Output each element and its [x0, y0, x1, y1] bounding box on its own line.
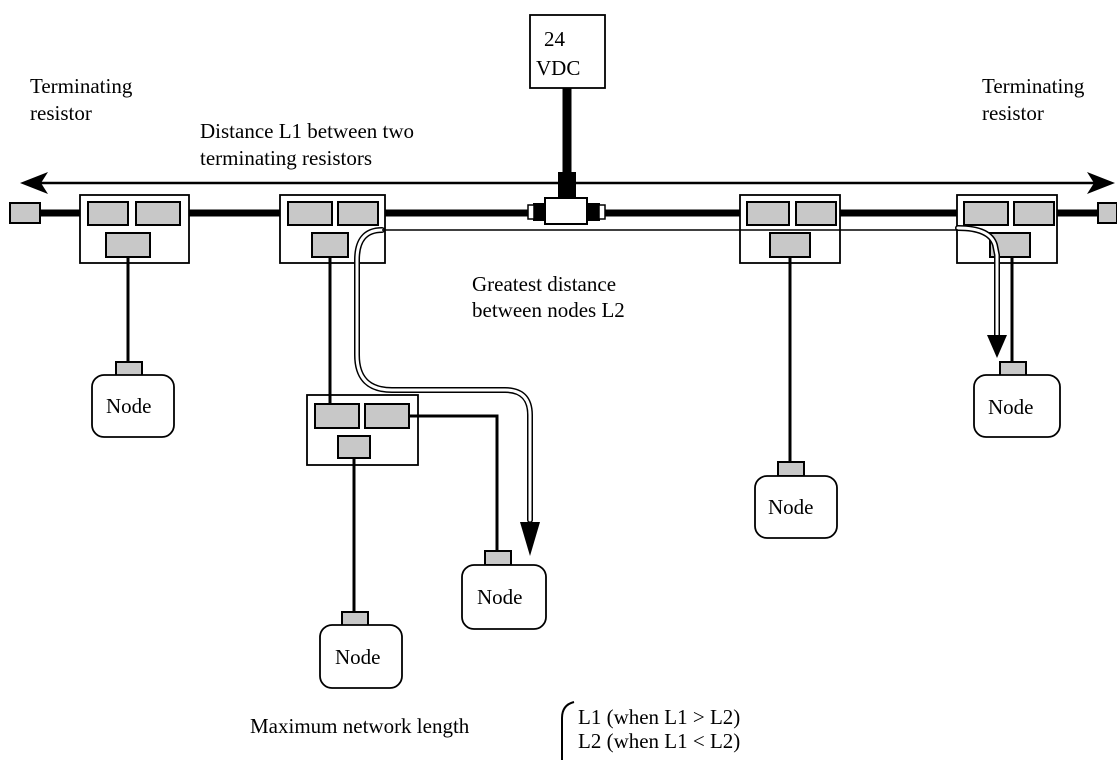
- terminator-right: [1097, 202, 1117, 224]
- node-5-label: Node: [988, 395, 1034, 419]
- node-5: Node: [973, 361, 1061, 438]
- l1-arrowhead-right: [1087, 172, 1115, 194]
- terminator-right-label-2: resistor: [982, 101, 1044, 125]
- l1-label-2: terminating resistors: [200, 146, 372, 170]
- node-3: Node: [461, 550, 547, 630]
- power-supply-unit: VDC: [536, 56, 580, 80]
- tap-box-1: [79, 194, 190, 264]
- power-supply: 24 VDC: [529, 14, 606, 180]
- power-tap-plug: [558, 172, 576, 200]
- node-1: Node: [91, 361, 175, 438]
- max-length-brace: [561, 701, 575, 760]
- power-supply-box: [529, 14, 606, 89]
- l2-label-1: Greatest distance: [472, 272, 616, 296]
- power-tap-connector-right: [587, 203, 600, 221]
- power-tap-connector-left: [533, 203, 546, 221]
- tap-box-3: [306, 394, 419, 466]
- power-supply-voltage: 24: [544, 27, 566, 51]
- tap-box-4: [739, 194, 841, 264]
- terminator-left-label-2: resistor: [30, 101, 92, 125]
- node-2-label: Node: [335, 645, 381, 669]
- max-length-case-1: L1 (when L1 > L2): [578, 705, 740, 729]
- terminator-left: [9, 202, 41, 224]
- max-length-label: Maximum network length: [250, 714, 470, 738]
- node-3-label: Node: [477, 585, 523, 609]
- node-4: Node: [754, 461, 838, 539]
- node-1-label: Node: [106, 394, 152, 418]
- power-tap: [527, 172, 606, 225]
- l1-label-1: Distance L1 between two: [200, 119, 414, 143]
- power-tap-body: [544, 197, 588, 225]
- drop-cable-4: [409, 414, 499, 551]
- l1-arrowhead-left: [20, 172, 48, 194]
- l2-label-2: between nodes L2: [472, 298, 625, 322]
- node-4-label: Node: [768, 495, 814, 519]
- terminator-left-label-1: Terminating: [30, 74, 133, 98]
- node-2: Node: [319, 611, 403, 689]
- l2-distance-path: [354, 225, 1007, 556]
- tap-box-2: [279, 194, 386, 264]
- terminator-right-label-1: Terminating: [982, 74, 1085, 98]
- max-length-case-2: L2 (when L1 < L2): [578, 729, 740, 753]
